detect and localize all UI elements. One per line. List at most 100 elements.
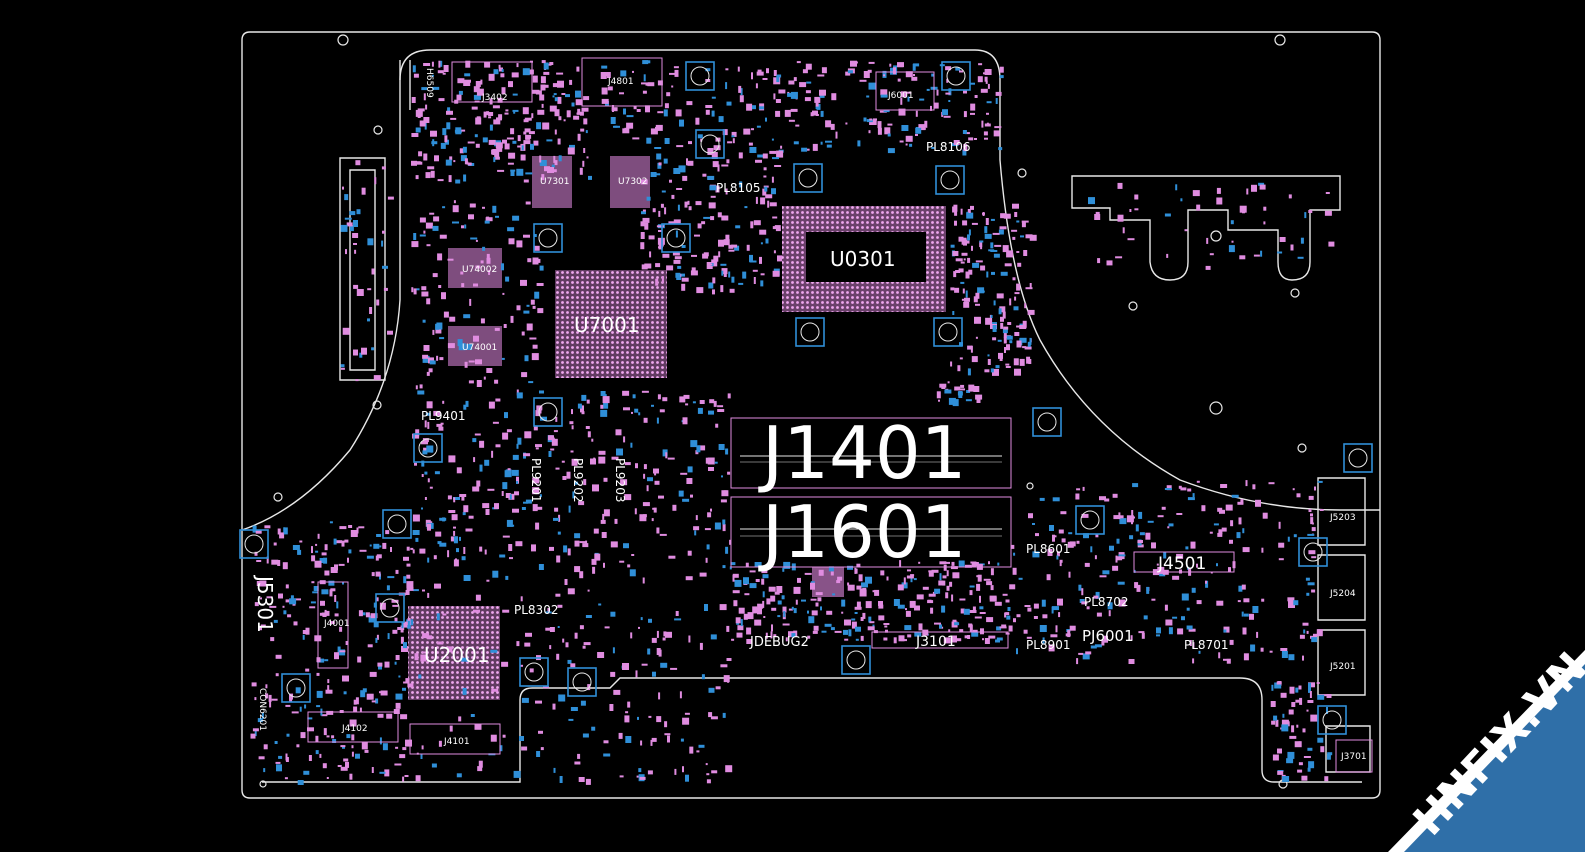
component-pad — [499, 745, 503, 752]
component-pad — [577, 133, 581, 141]
component-pad — [1308, 682, 1311, 688]
component-pad — [970, 205, 974, 210]
component-pad — [743, 613, 748, 620]
component-pad — [960, 384, 965, 388]
component-pad — [1304, 212, 1307, 219]
component-pad — [1049, 525, 1054, 531]
component-pad — [600, 409, 608, 417]
component-pad — [770, 631, 773, 639]
component-pad — [1295, 699, 1301, 703]
component-pad — [604, 626, 610, 629]
component-pad — [1025, 287, 1033, 290]
component-pad — [707, 512, 712, 518]
component-pad — [1289, 735, 1297, 739]
component-pad — [559, 776, 563, 783]
component-pad — [495, 142, 503, 149]
component-pad — [424, 420, 427, 428]
component-pad — [402, 776, 405, 782]
component-pad — [768, 561, 773, 565]
chip-u7001 — [555, 270, 667, 378]
component-pad — [569, 144, 575, 148]
component-pad — [1241, 584, 1246, 590]
component-pad — [855, 626, 861, 632]
component-pad — [777, 600, 782, 605]
component-pad — [382, 542, 387, 549]
component-pad — [704, 528, 711, 531]
component-pad — [432, 273, 438, 278]
component-pad — [1033, 603, 1039, 609]
component-pad — [347, 557, 349, 563]
component-pad — [726, 658, 732, 661]
component-pad — [517, 437, 522, 445]
component-pad — [858, 574, 863, 582]
component-pad — [279, 532, 285, 539]
component-pad — [866, 119, 873, 123]
component-pad — [532, 504, 538, 512]
component-pad — [1061, 538, 1066, 543]
component-pad — [516, 641, 520, 647]
component-pad — [775, 99, 781, 103]
component-pad — [349, 225, 354, 232]
component-pad — [423, 63, 431, 66]
component-pad — [381, 166, 386, 170]
component-pad — [1184, 229, 1188, 232]
component-pad — [521, 372, 528, 378]
component-pad — [436, 613, 440, 621]
component-pad — [451, 514, 458, 521]
component-pad — [1141, 632, 1145, 639]
component-pad — [775, 228, 781, 232]
component-pad — [356, 209, 361, 215]
component-pad — [615, 429, 622, 436]
component-pad — [755, 196, 758, 204]
component-pad — [566, 110, 571, 118]
component-pad — [421, 286, 427, 291]
component-pad — [439, 542, 447, 547]
component-pad — [556, 555, 561, 563]
component-pad — [1005, 363, 1010, 366]
component-pad — [995, 365, 1000, 369]
component-pad — [815, 592, 823, 596]
component-pad — [611, 456, 619, 460]
component-pad — [817, 597, 822, 602]
screw-hole — [666, 228, 686, 248]
component-pad — [680, 472, 688, 475]
screw-pad — [281, 673, 311, 703]
component-pad — [429, 212, 435, 215]
component-pad — [682, 417, 688, 425]
component-pad — [866, 95, 870, 98]
component-pad — [580, 128, 585, 132]
component-pad — [482, 137, 488, 143]
component-pad — [757, 607, 762, 615]
component-pad — [1117, 581, 1125, 585]
component-pad — [1271, 720, 1276, 725]
component-pad — [299, 706, 302, 712]
screw-hole — [700, 134, 720, 154]
component-pad — [749, 570, 756, 573]
component-pad — [612, 105, 614, 112]
component-pad — [1096, 612, 1102, 617]
component-pad — [962, 149, 967, 156]
component-pad — [1326, 694, 1332, 698]
component-pad — [938, 580, 944, 586]
component-pad — [1006, 615, 1011, 620]
component-pad — [1052, 606, 1059, 611]
component-pad — [766, 68, 769, 74]
component-pad — [1307, 533, 1315, 536]
component-pad — [776, 150, 784, 158]
component-pad — [465, 528, 473, 532]
component-pad — [1058, 529, 1064, 534]
component-pad — [412, 65, 416, 73]
component-pad — [349, 211, 356, 216]
component-pad — [906, 575, 914, 579]
component-pad — [476, 480, 481, 487]
component-pad — [486, 253, 490, 261]
component-pad — [485, 217, 493, 222]
component-pad — [422, 633, 430, 639]
component-pad — [508, 152, 516, 159]
component-pad — [695, 515, 698, 521]
component-pad — [907, 96, 910, 102]
screw-hole — [938, 322, 958, 342]
component-pad — [549, 627, 555, 632]
component-pad — [535, 447, 539, 450]
component-pad — [324, 570, 330, 576]
